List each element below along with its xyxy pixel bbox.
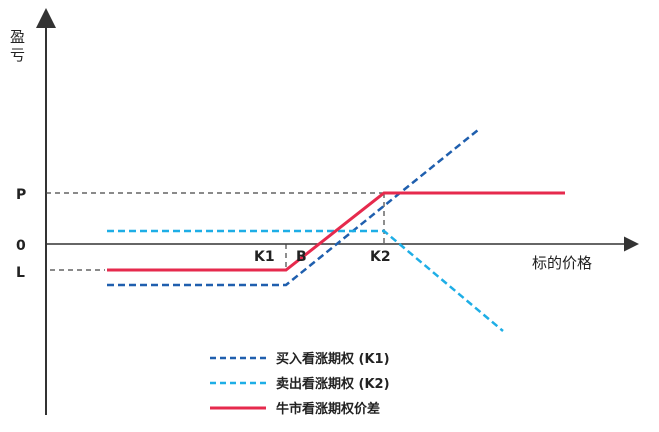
legend-label-long-call: 买入看涨期权 (K1) — [276, 351, 390, 367]
y-axis-label-2: 亏 — [10, 46, 25, 64]
legend: 买入看涨期权 (K1) 卖出看涨期权 (K2) 牛市看涨期权价差 — [210, 351, 390, 417]
y-tick-p: P — [16, 187, 26, 203]
y-tick-l: L — [16, 265, 25, 281]
long-call-k1-line — [107, 129, 479, 287]
x-marker-k1: K1 — [254, 249, 275, 265]
y-tick-zero: 0 — [16, 238, 26, 254]
bull-call-spread-line — [107, 191, 565, 272]
x-axis-label: 标的价格 — [532, 254, 592, 272]
legend-label-spread: 牛市看涨期权价差 — [276, 401, 380, 417]
legend-label-short-call: 卖出看涨期权 (K2) — [276, 376, 390, 392]
x-marker-b: B — [296, 249, 307, 265]
y-axis-label-1: 盈 — [10, 28, 25, 46]
x-marker-k2: K2 — [370, 249, 391, 265]
short-call-k2-line — [107, 229, 504, 332]
